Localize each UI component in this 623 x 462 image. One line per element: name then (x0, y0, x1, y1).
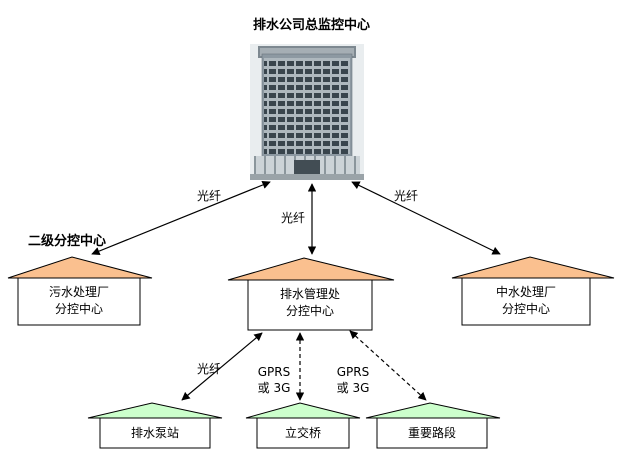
key-road-box (376, 417, 488, 449)
hq-building-image (250, 44, 364, 180)
drainage-mgmt-box (247, 279, 373, 331)
reclaimed-plant-label-line1: 中水处理厂 (495, 285, 556, 299)
gprs-label-road-line2: 或 3G (336, 381, 370, 395)
building-ground (250, 174, 364, 180)
gprs-label-overpass: GPRS 或 3G (252, 364, 296, 396)
level3-nodes (87, 402, 501, 449)
overpass-box (256, 417, 350, 449)
drainage-mgmt-label-line1: 排水管理处 (279, 287, 340, 301)
level2-nodes (7, 256, 615, 331)
diagram-title: 排水公司总监控中心 (252, 18, 371, 33)
building-windows (264, 58, 350, 154)
fiber-label-pump: 光纤 (197, 362, 222, 376)
level2-tier-label: 二级分控中心 (28, 234, 107, 249)
pump-station-label: 排水泵站 (130, 426, 179, 440)
fiber-link-left (91, 180, 271, 256)
pump-station-roof (87, 402, 223, 419)
gprs-label-road: GPRS 或 3G (331, 364, 375, 396)
reclaimed-plant-label-line2: 分控中心 (501, 302, 550, 316)
gprs-link-road (349, 330, 427, 401)
reclaimed-plant-label: 中水处理厂 分控中心 (462, 284, 590, 318)
reclaimed-plant-roof (451, 256, 615, 279)
reclaimed-plant-box (461, 277, 591, 326)
fiber-label-right: 光纤 (394, 189, 419, 203)
drainage-mgmt-label: 排水管理处 分控中心 (248, 286, 372, 320)
gprs-label-road-line1: GPRS (336, 365, 370, 379)
pump-station-box (99, 417, 211, 449)
building-entrance (294, 160, 320, 174)
overpass-label: 立交桥 (284, 426, 321, 440)
building-crown-band (260, 48, 354, 56)
sewage-plant-label: 污水处理厂 分控中心 (18, 284, 140, 318)
key-road-roof (365, 402, 501, 419)
fiber-label-center: 光纤 (281, 211, 306, 225)
key-road-label: 重要路段 (407, 426, 456, 440)
overpass-roof (245, 402, 361, 419)
gprs-label-overpass-line2: 或 3G (257, 381, 291, 395)
sewage-plant-box (17, 277, 141, 326)
sewage-plant-roof (7, 256, 153, 279)
gprs-label-overpass-line1: GPRS (257, 365, 291, 379)
sewage-plant-label-line1: 污水处理厂 (48, 285, 109, 299)
fiber-link-right (351, 181, 501, 255)
fiber-link-pump (181, 332, 263, 401)
links-group (91, 180, 501, 401)
drainage-mgmt-roof (227, 257, 395, 281)
fiber-label-left: 光纤 (197, 189, 222, 203)
drainage-mgmt-label-line2: 分控中心 (285, 304, 334, 318)
sewage-plant-label-line2: 分控中心 (54, 302, 103, 316)
